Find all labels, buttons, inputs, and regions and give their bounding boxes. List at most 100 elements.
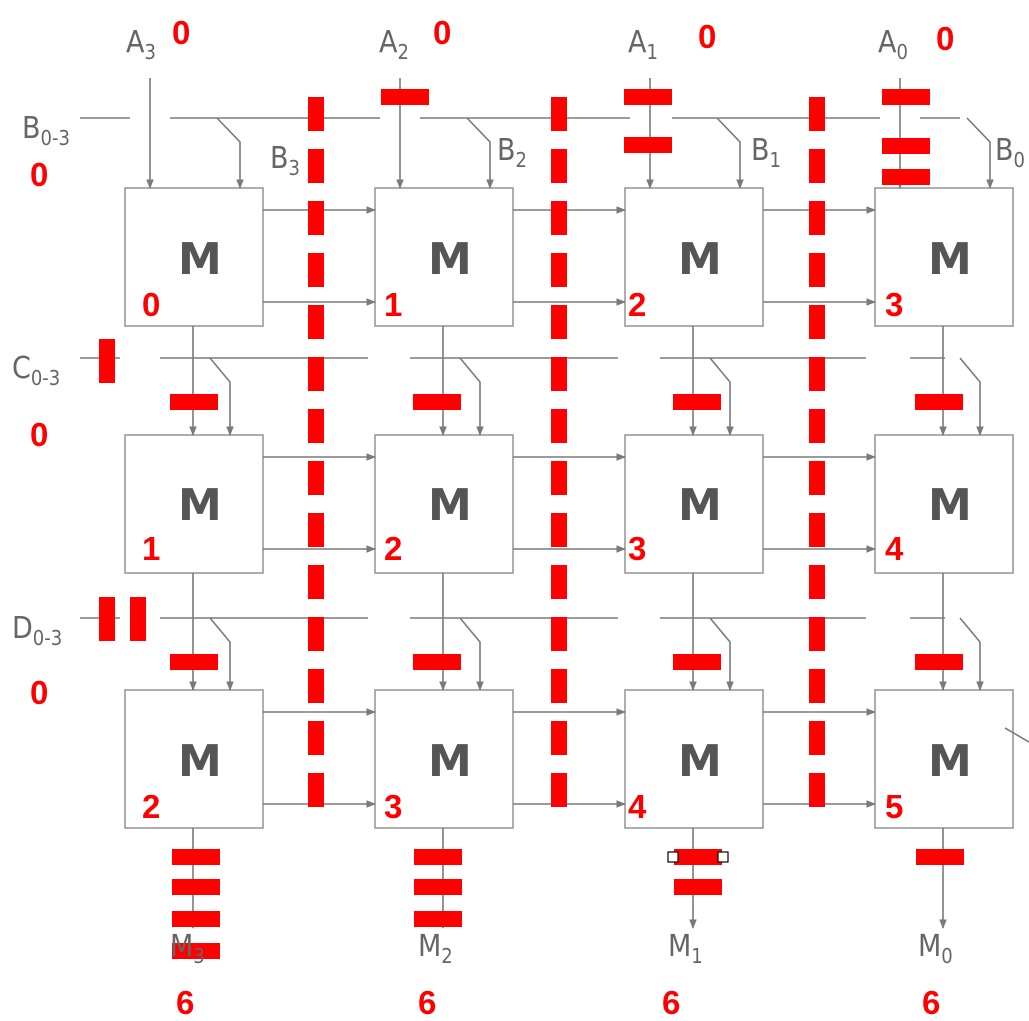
dashed-cut-line <box>551 357 567 391</box>
bus-value-b: 0 <box>30 156 49 193</box>
cut-marker <box>170 654 218 670</box>
dashed-cut-line <box>551 721 567 755</box>
dashed-cut-line <box>809 305 825 339</box>
dashed-cut-line <box>308 721 324 755</box>
dashed-cut-line <box>809 721 825 755</box>
dashed-cut-line <box>551 617 567 651</box>
dashed-cut-line <box>809 669 825 703</box>
dashed-cut-line <box>308 305 324 339</box>
dashed-cut-line <box>809 409 825 443</box>
cell-number-r2c2: 4 <box>628 788 647 825</box>
dashed-cut-line <box>809 149 825 183</box>
dashed-cut-line <box>809 201 825 235</box>
dashed-cut-line <box>551 253 567 287</box>
bus-tap-line <box>959 617 984 691</box>
cut-marker <box>916 849 964 865</box>
input-label-a1: A1 <box>628 25 658 64</box>
selection-handle <box>667 851 679 863</box>
b-tap-line <box>466 117 494 189</box>
b-tap-line <box>216 117 244 189</box>
dashed-cut-line <box>551 565 567 599</box>
input-value-a0: 0 <box>936 20 955 57</box>
input-value-a2: 0 <box>433 14 452 51</box>
cell-number-r2c3: 5 <box>885 788 904 825</box>
dashed-cut-line <box>551 513 567 547</box>
module-label: M <box>678 736 722 787</box>
dashed-cut-line <box>809 357 825 391</box>
module-box <box>874 689 1014 829</box>
dashed-cut-line <box>551 149 567 183</box>
module-label: M <box>928 234 972 285</box>
dashed-cut-line <box>809 461 825 495</box>
output-label-m3: M3 <box>170 929 205 968</box>
cell-number-r0c3: 3 <box>885 286 904 323</box>
input-label-a3: A3 <box>126 25 156 64</box>
module-box <box>624 187 764 327</box>
module-label: M <box>928 480 972 531</box>
tap-label-b0: B0 <box>995 133 1025 172</box>
module-box <box>124 434 264 574</box>
dashed-cut-line <box>308 669 324 703</box>
output-value-m3: 6 <box>176 984 195 1021</box>
bus-label-c: C0-3 <box>12 351 61 390</box>
output-label-m0: M0 <box>918 929 953 968</box>
output-value-m0: 6 <box>922 984 941 1021</box>
module-box <box>624 434 764 574</box>
module-box <box>624 689 764 829</box>
output-label-m2: M2 <box>418 929 453 968</box>
dashed-cut-line <box>551 773 567 807</box>
cut-marker <box>172 849 220 865</box>
cut-marker <box>414 911 462 927</box>
cell-number-r1c2: 3 <box>628 530 647 567</box>
dashed-cut-line <box>308 565 324 599</box>
cut-marker <box>172 879 220 895</box>
input-value-a3: 0 <box>172 14 191 51</box>
bus-tap-line <box>459 617 484 691</box>
bus-tap-line <box>209 357 234 436</box>
dashed-cut-line <box>308 149 324 183</box>
bus-tap-line <box>709 357 734 436</box>
module-label: M <box>678 234 722 285</box>
b-tap-line <box>966 117 994 189</box>
module-label: M <box>178 234 222 285</box>
cut-marker <box>674 849 722 865</box>
cut-marker <box>674 879 722 895</box>
dashed-cut-line <box>308 461 324 495</box>
cut-marker <box>673 394 721 410</box>
cut-marker <box>172 943 220 959</box>
module-label: M <box>178 736 222 787</box>
cell-number-r1c0: 1 <box>142 530 161 567</box>
input-label-a2: A2 <box>379 25 409 64</box>
output-label-m1: M1 <box>668 929 703 968</box>
dashed-cut-line <box>308 617 324 651</box>
cut-marker <box>413 394 461 410</box>
dashed-cut-line <box>551 201 567 235</box>
dashed-cut-line <box>551 305 567 339</box>
cut-marker <box>624 137 672 153</box>
bus-tap-line <box>209 617 234 691</box>
dashed-cut-line <box>809 97 825 131</box>
cut-marker <box>882 169 930 185</box>
module-label: M <box>428 480 472 531</box>
cut-marker <box>673 654 721 670</box>
cell-number-r2c0: 2 <box>142 788 161 825</box>
tap-label-b1: B1 <box>751 133 781 172</box>
module-box <box>374 434 514 574</box>
cell-number-r1c1: 2 <box>384 530 403 567</box>
dashed-cut-line <box>551 409 567 443</box>
dashed-cut-line <box>551 461 567 495</box>
cut-marker <box>99 339 115 383</box>
module-box <box>374 187 514 327</box>
dashed-cut-line <box>308 253 324 287</box>
bus-tap-line <box>459 357 484 436</box>
module-box <box>874 187 1014 327</box>
module-box <box>374 689 514 829</box>
cut-marker <box>172 911 220 927</box>
cut-marker <box>414 879 462 895</box>
cell-number-r1c3: 4 <box>885 530 904 567</box>
cut-marker <box>915 654 963 670</box>
dashed-cut-line <box>308 201 324 235</box>
output-value-m2: 6 <box>418 984 437 1021</box>
cut-marker <box>99 597 115 641</box>
